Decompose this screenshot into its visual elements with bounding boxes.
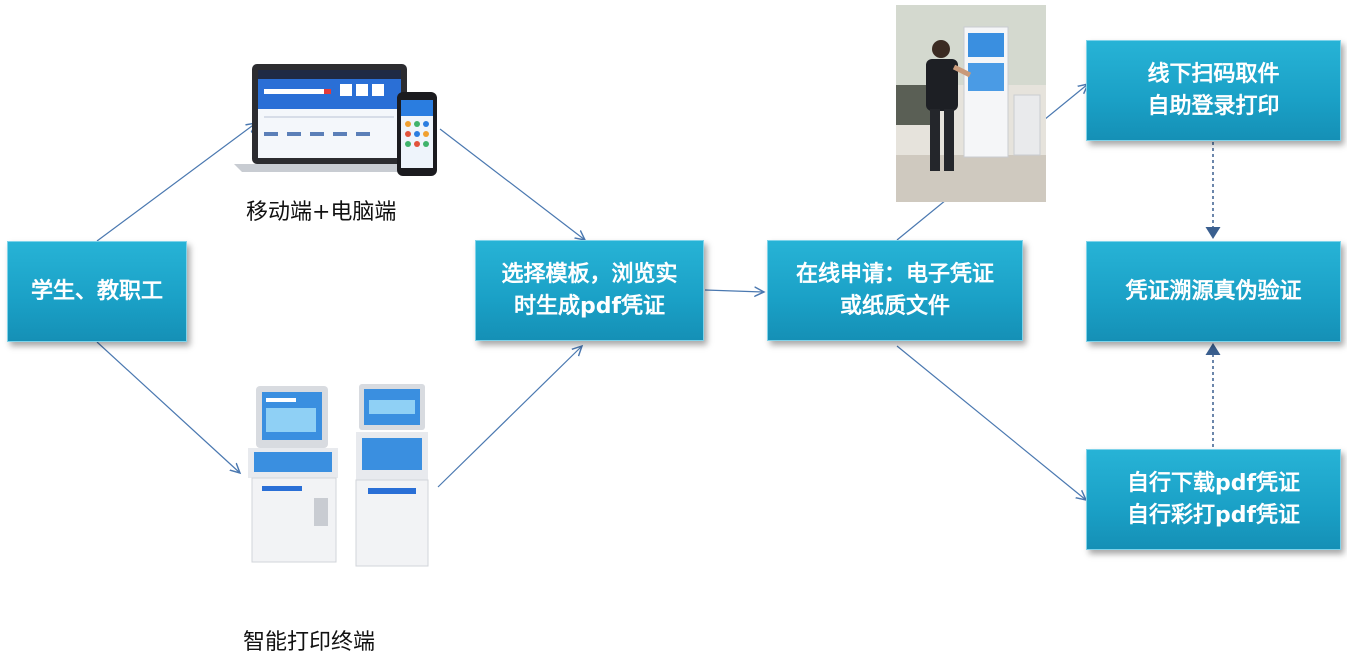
- node-self-download-line1: 自行下载pdf凭证: [1126, 470, 1301, 496]
- label-kiosk: 智能打印终端: [243, 630, 376, 655]
- node-offline-pickup: 线下扫码取件 自助登录打印: [1086, 40, 1341, 141]
- node-verify-label: 凭证溯源真伪验证: [1125, 278, 1302, 304]
- node-users-label: 学生、教职工: [30, 278, 163, 304]
- node-self-download-line2: 自行彩打pdf凭证: [1126, 502, 1301, 528]
- node-users: 学生、教职工: [7, 241, 187, 342]
- node-verify: 凭证溯源真伪验证: [1086, 241, 1341, 342]
- node-apply-online-line2: 或纸质文件: [839, 293, 950, 319]
- node-select-template-line2: 时生成pdf凭证: [513, 293, 666, 319]
- node-select-template-line1: 选择模板，浏览实: [501, 261, 678, 287]
- node-apply-online: 在线申请：电子凭证 或纸质文件: [767, 240, 1023, 341]
- node-select-template: 选择模板，浏览实 时生成pdf凭证: [475, 240, 704, 341]
- arrow-apply-to-download: [896, 345, 1086, 500]
- arrow-select-to-apply: [704, 290, 764, 292]
- arrow-users-to-mobile: [96, 123, 256, 242]
- label-mobile-pc: 移动端+电脑端: [246, 200, 397, 225]
- arrow-mobile-to-select: [439, 128, 585, 240]
- node-offline-pickup-line2: 自助登录打印: [1147, 93, 1280, 119]
- person-at-kiosk-photo: [896, 5, 1046, 202]
- node-self-download: 自行下载pdf凭证 自行彩打pdf凭证: [1086, 449, 1341, 550]
- node-offline-pickup-line1: 线下扫码取件: [1147, 61, 1280, 87]
- laptop-phone-illustration: [234, 64, 437, 176]
- node-apply-online-line1: 在线申请：电子凭证: [795, 261, 994, 287]
- kiosk-illustration: [248, 384, 429, 567]
- arrow-kiosk-to-select: [437, 346, 582, 488]
- arrow-users-to-kiosk: [96, 341, 240, 473]
